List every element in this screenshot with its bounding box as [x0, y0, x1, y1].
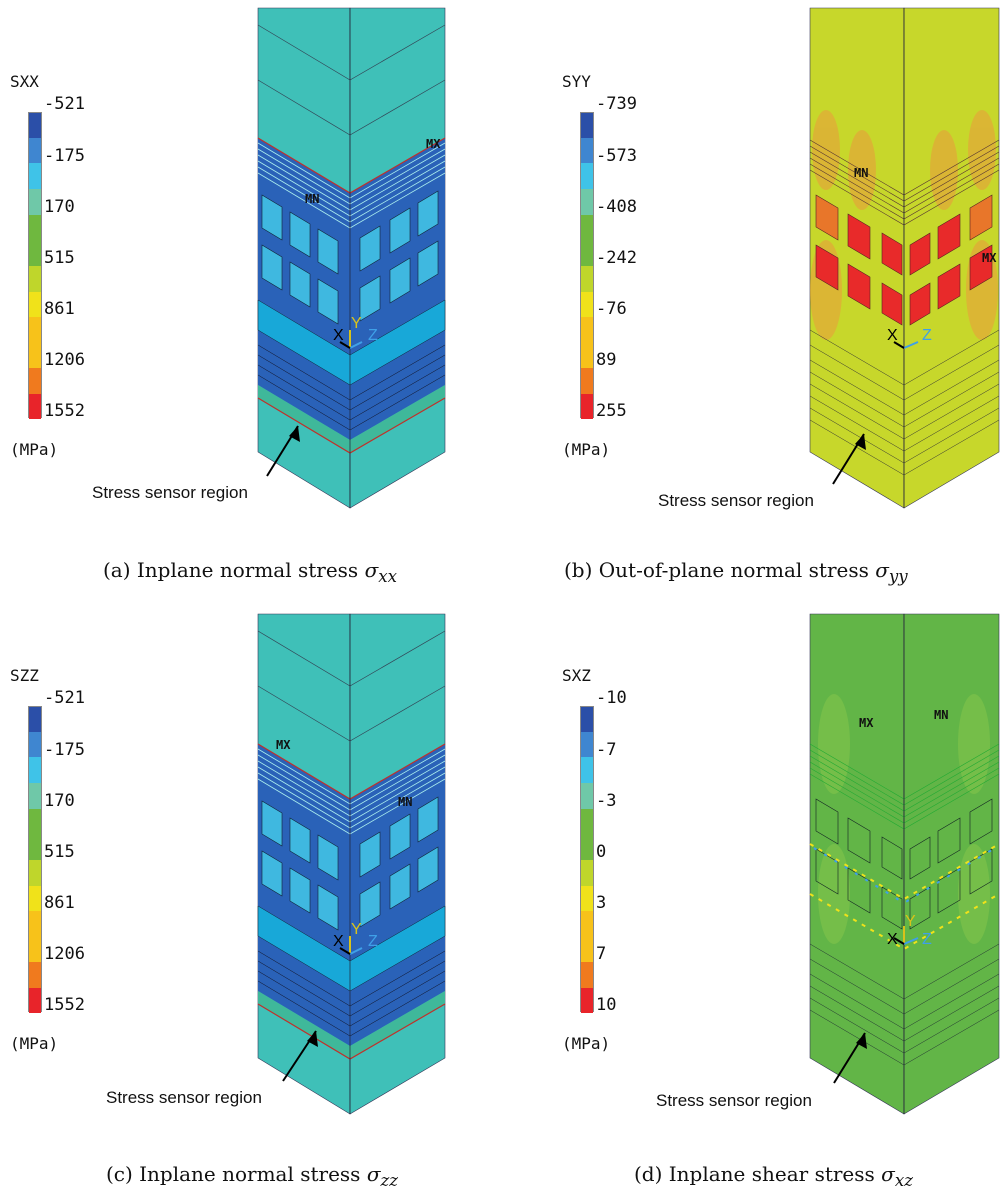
legend-tick: 170 — [44, 791, 75, 811]
legend-tick: 170 — [44, 197, 75, 217]
legend-unit: (MPa) — [10, 440, 59, 459]
legend-tick: -408 — [596, 197, 637, 217]
legend-tick: -3 — [596, 791, 617, 811]
panel-a: MN MX X Y Z SXX -521 -175 170 515 861 12… — [0, 0, 504, 594]
legend-tick: -10 — [596, 688, 627, 708]
legend-tick: 861 — [44, 893, 75, 913]
legend-title: SZZ — [10, 666, 39, 685]
axis-y-label: Y — [351, 315, 362, 332]
stress-model-c: MX MN X Y Z — [257, 613, 446, 1115]
legend-tick: 1552 — [44, 995, 85, 1015]
legend-tick: 1552 — [44, 401, 85, 421]
legend-tick: 89 — [596, 350, 617, 370]
stress-model-a: MN MX X Y Z — [257, 7, 446, 509]
axis-x-label: X — [333, 933, 344, 950]
legend-tick: 1206 — [44, 944, 85, 964]
figure-caption: (a) Inplane normal stress σxx — [102, 558, 398, 586]
legend-title: SXX — [10, 72, 39, 91]
legend-tick: -573 — [596, 146, 637, 166]
legend-tick: -242 — [596, 248, 637, 268]
legend-unit: (MPa) — [562, 1034, 611, 1053]
marker-mx: MX — [859, 716, 874, 730]
axis-x-label: X — [333, 327, 344, 344]
legend-tick: 255 — [596, 401, 627, 421]
legend-tick: -521 — [44, 688, 85, 708]
stress-model-d: MX MN X Y Z — [809, 613, 1000, 1115]
legend-tick: 0 — [596, 842, 607, 862]
figure-caption: (d) Inplane shear stress σxz — [634, 1162, 913, 1190]
legend-unit: (MPa) — [10, 1034, 59, 1053]
axis-y-label: Y — [351, 921, 362, 938]
stress-model-b: MN MX X Z — [809, 7, 1000, 509]
axis-z-label: Z — [368, 933, 378, 950]
axis-x-label: X — [887, 327, 898, 344]
legend-tick: 1206 — [44, 350, 85, 370]
axis-z-label: Z — [922, 327, 932, 344]
marker-mx: MX — [982, 251, 997, 265]
legend-title: SXZ — [562, 666, 591, 685]
figure-caption: (c) Inplane normal stress σzz — [105, 1162, 399, 1190]
legend-tick: -175 — [44, 146, 85, 166]
sensor-region-label: Stress sensor region — [92, 483, 248, 502]
marker-mx: MX — [426, 137, 441, 151]
axis-x-label: X — [887, 931, 898, 948]
panel-b: MN MX X Z SYY -739 -573 -408 -242 -76 89… — [504, 0, 1008, 594]
marker-mn: MN — [305, 192, 319, 206]
sensor-region-label: Stress sensor region — [656, 1091, 812, 1110]
legend-unit: (MPa) — [562, 440, 611, 459]
axis-z-label: Z — [368, 327, 378, 344]
legend-tick: -175 — [44, 740, 85, 760]
axis-z-label: Z — [922, 931, 932, 948]
legend-tick: 10 — [596, 995, 617, 1015]
legend-title: SYY — [562, 72, 591, 91]
color-legend-bar — [28, 706, 42, 1013]
panel-c: MX MN X Y Z SZZ -521 -175 170 515 861 12… — [0, 594, 504, 1190]
sensor-region-label: Stress sensor region — [658, 491, 814, 510]
legend-tick: 861 — [44, 299, 75, 319]
legend-tick: -7 — [596, 740, 617, 760]
legend-tick: 7 — [596, 944, 607, 964]
legend-tick: 515 — [44, 248, 75, 268]
legend-tick: -521 — [44, 94, 85, 114]
marker-mn: MN — [854, 166, 868, 180]
laminate-band — [258, 138, 445, 440]
color-legend-bar — [580, 112, 594, 419]
axis-y-label: Y — [905, 913, 916, 930]
marker-mx: MX — [276, 738, 291, 752]
legend-tick: -76 — [596, 299, 627, 319]
panel-d: MX MN X Y Z SXZ -10 -7 -3 0 3 7 10 (MPa)… — [504, 594, 1008, 1190]
legend-tick: 515 — [44, 842, 75, 862]
color-legend-bar — [580, 706, 594, 1013]
marker-mn: MN — [934, 708, 948, 722]
color-legend-bar — [28, 112, 42, 419]
figure-caption: (b) Out-of-plane normal stress σyy — [564, 558, 908, 586]
marker-mn: MN — [398, 795, 412, 809]
legend-tick: -739 — [596, 94, 637, 114]
legend-tick: 3 — [596, 893, 607, 913]
sensor-region-label: Stress sensor region — [106, 1088, 262, 1107]
